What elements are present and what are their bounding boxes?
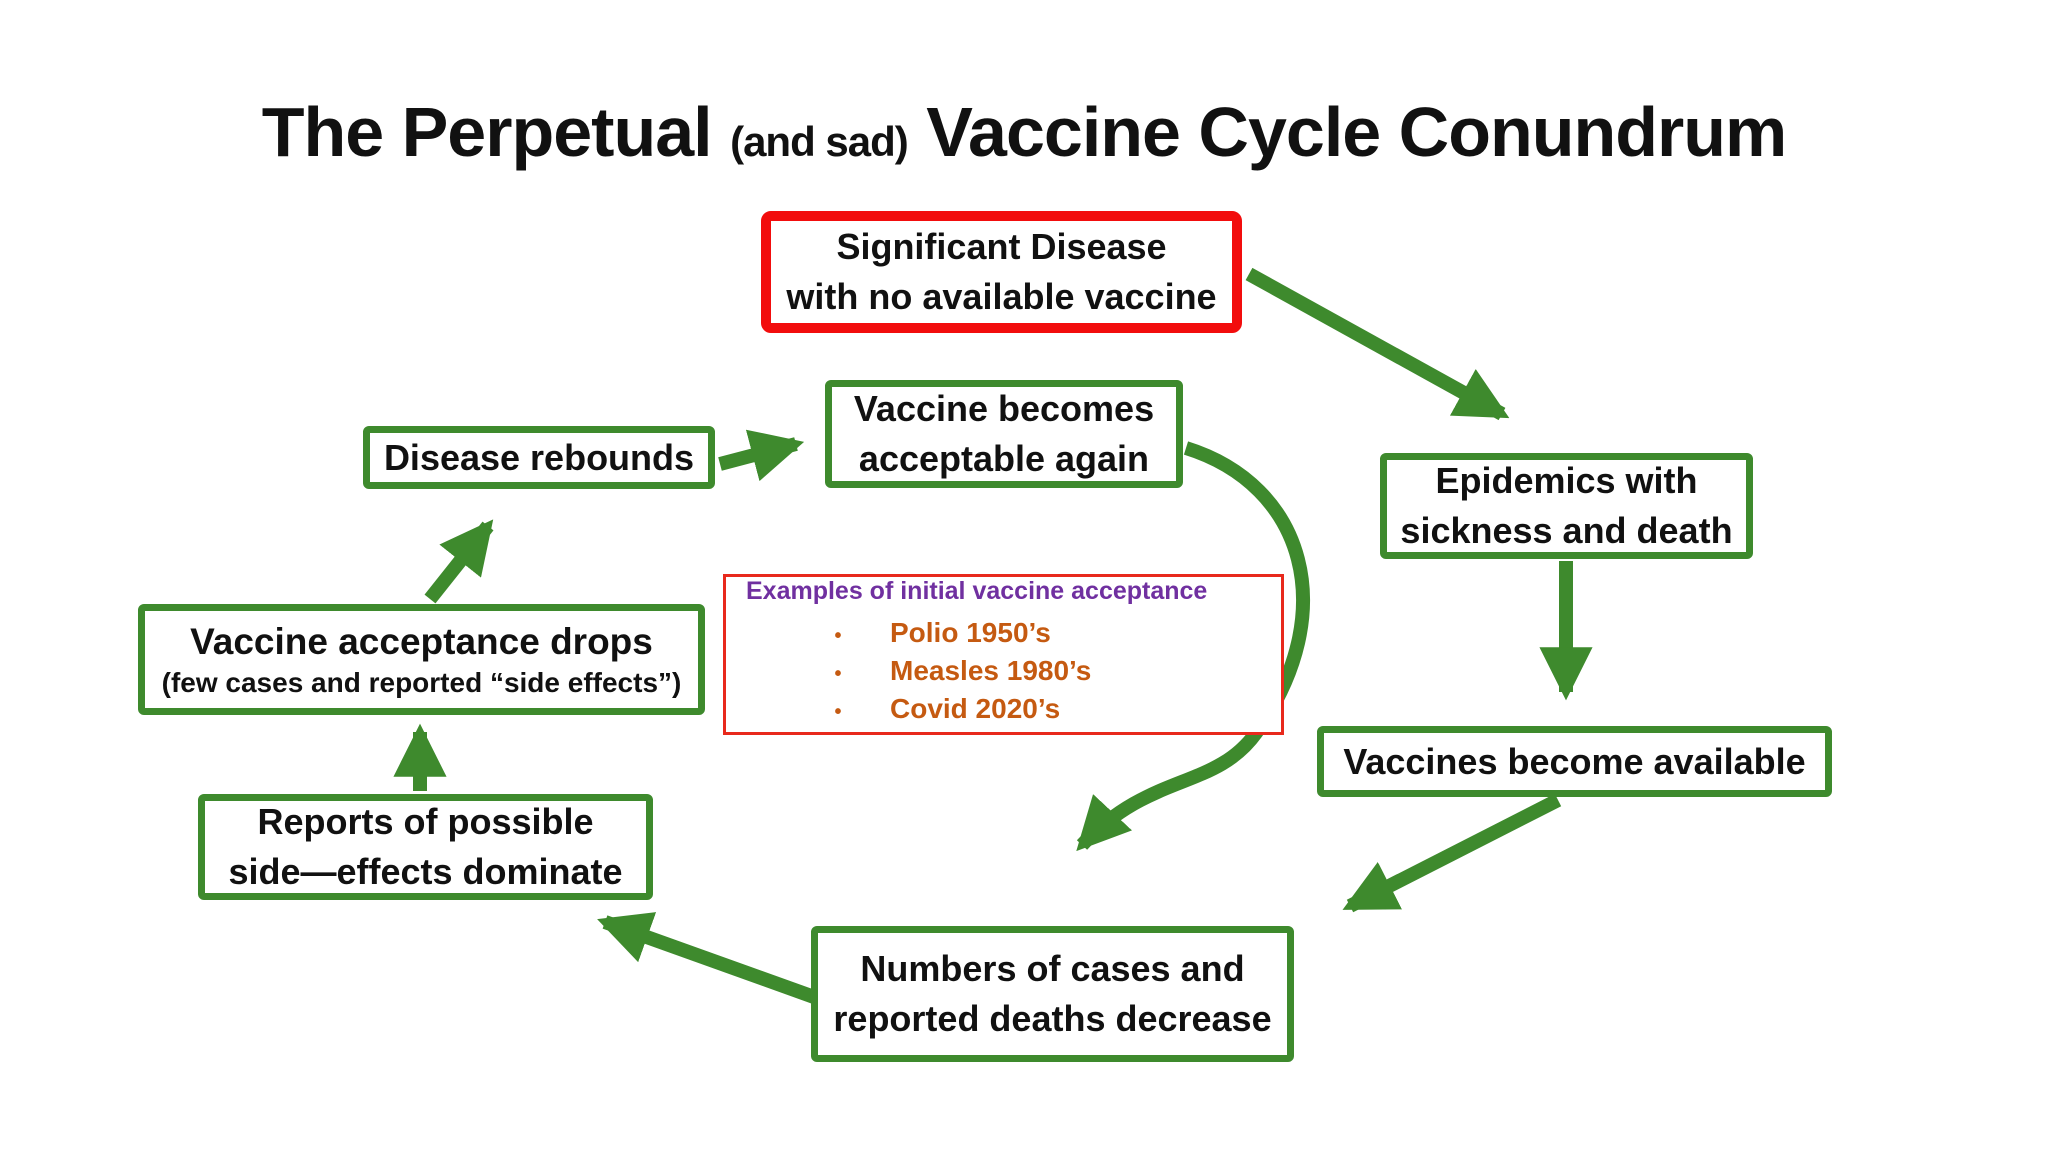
box-text-line: side—effects dominate bbox=[228, 851, 623, 892]
box-reports-side-effects: Reports of possible side—effects dominat… bbox=[198, 794, 653, 900]
box-text-line: sickness and death bbox=[1400, 510, 1733, 551]
bullet-dot: • bbox=[834, 625, 842, 648]
box-text-line: acceptable again bbox=[858, 438, 1150, 479]
box-significant-disease: Significant Disease with no available va… bbox=[761, 211, 1242, 333]
title-aside: (and sad) bbox=[730, 118, 909, 165]
box-text-line: Disease rebounds bbox=[383, 436, 695, 478]
list-item: • Covid 2020’s bbox=[746, 690, 1263, 728]
examples-title: Examples of initial vaccine acceptance bbox=[746, 577, 1208, 606]
title-main-right: Vaccine Cycle Conundrum bbox=[926, 93, 1787, 171]
example-label: Polio 1950’s bbox=[890, 617, 1051, 649]
slide-title: The Perpetual (and sad) Vaccine Cycle Co… bbox=[0, 92, 2048, 172]
example-label: Measles 1980’s bbox=[890, 655, 1092, 687]
box-text-line: Epidemics with bbox=[1435, 460, 1698, 502]
box-text-line: Vaccine acceptance drops bbox=[190, 620, 653, 662]
box-text-line: Numbers of cases and bbox=[860, 948, 1245, 990]
arrow-disease-to-epidemics bbox=[1245, 267, 1510, 421]
box-examples: Examples of initial vaccine acceptance •… bbox=[723, 574, 1284, 735]
example-label: Covid 2020’s bbox=[890, 692, 1061, 724]
box-text-line: reported deaths decrease bbox=[833, 998, 1272, 1039]
list-item: • Polio 1950’s bbox=[746, 614, 1263, 652]
bullet-dot: • bbox=[834, 700, 842, 723]
bullet-dot: • bbox=[834, 663, 842, 686]
box-text-line: Significant Disease bbox=[836, 226, 1167, 268]
box-vaccine-acceptance-drops: Vaccine acceptance drops (few cases and … bbox=[138, 604, 705, 715]
box-vaccine-acceptable-again: Vaccine becomes acceptable again bbox=[825, 380, 1183, 488]
arrow-acceptance-to-rebounds bbox=[424, 519, 494, 604]
box-text-line: Vaccine becomes bbox=[853, 388, 1155, 430]
box-text-line: Vaccines become available bbox=[1343, 740, 1806, 782]
box-text-subline: (few cases and reported “side effects”) bbox=[161, 667, 682, 699]
title-main-left: The Perpetual bbox=[261, 93, 713, 171]
box-text-line: with no available vaccine bbox=[786, 276, 1217, 317]
box-vaccines-available: Vaccines become available bbox=[1317, 726, 1832, 797]
arrow-rebounds-to-acceptable bbox=[718, 429, 805, 482]
box-text-line: Reports of possible bbox=[257, 801, 594, 843]
list-item: • Measles 1980’s bbox=[746, 652, 1263, 690]
box-numbers-decrease: Numbers of cases and reported deaths dec… bbox=[811, 926, 1294, 1062]
arrow-vaccines-to-numbers bbox=[1342, 793, 1562, 913]
arrow-numbers-to-reports bbox=[597, 912, 817, 1004]
box-disease-rebounds: Disease rebounds bbox=[363, 426, 715, 489]
box-epidemics: Epidemics with sickness and death bbox=[1380, 453, 1753, 559]
